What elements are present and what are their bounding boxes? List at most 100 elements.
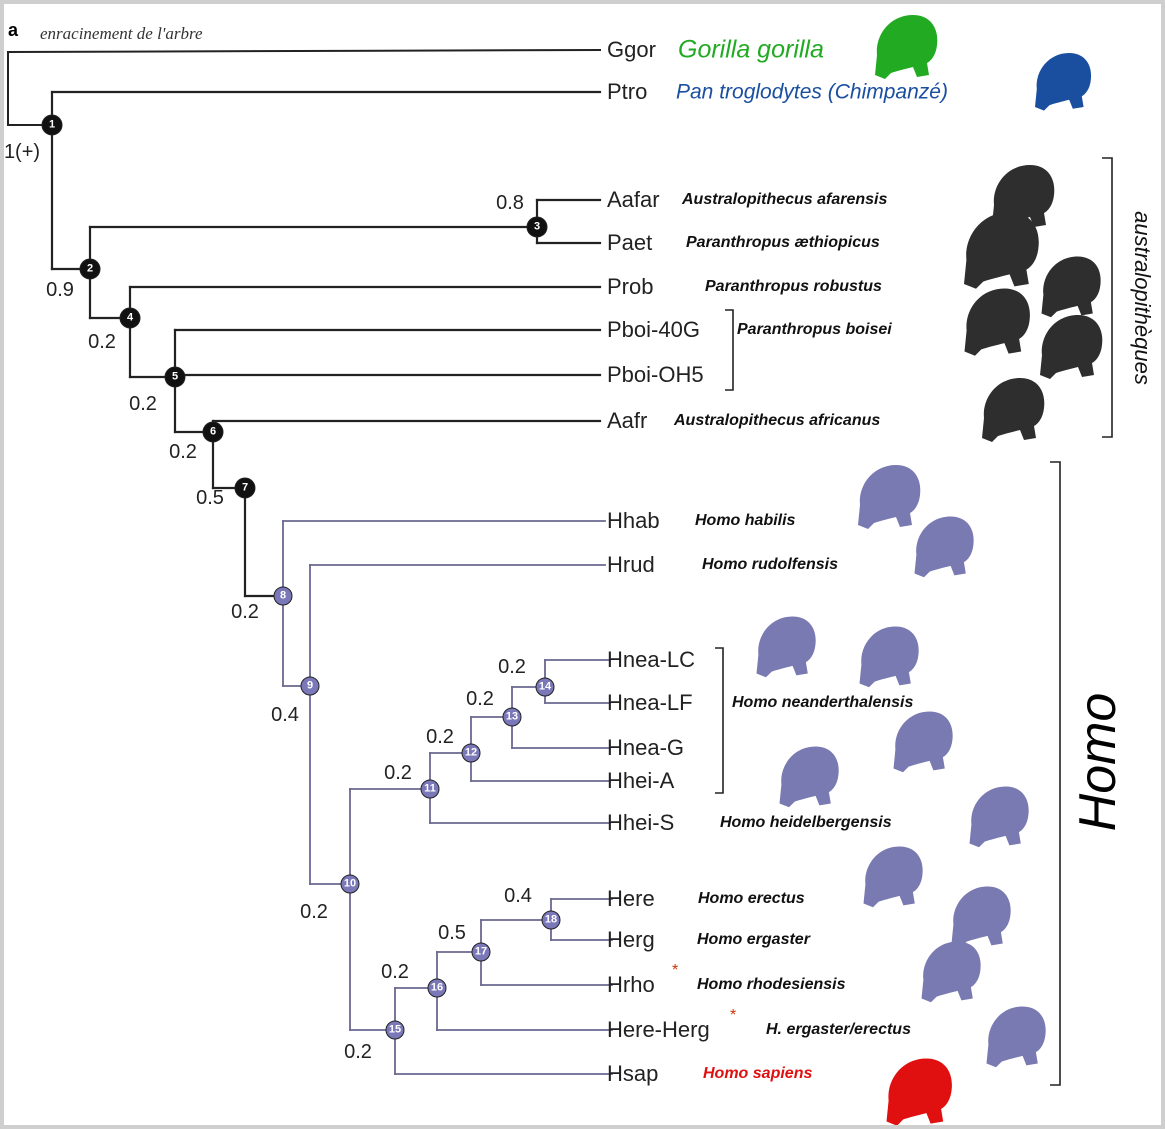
- node-number: 18: [545, 915, 557, 926]
- taxon-code-here: Here: [607, 888, 655, 910]
- bracket-australopitheques: [1102, 158, 1112, 437]
- group-label-homo: Homo: [1072, 693, 1124, 832]
- taxon-species-aafar: Australopithecus afarensis: [682, 192, 887, 208]
- taxon-marker: *: [672, 963, 678, 979]
- taxon-code-aafr: Aafr: [607, 410, 647, 432]
- root-note: enracinement de l'arbre: [40, 24, 203, 44]
- support-value: 0.2: [498, 657, 526, 677]
- taxon-species-hereherg: H. ergaster/erectus: [766, 1022, 911, 1038]
- australopith-skull-icon: [1042, 257, 1101, 318]
- australopith-skull-icon: [965, 289, 1030, 356]
- chimp-silhouette: [1035, 53, 1091, 111]
- taxon-code-hheis: Hhei-S: [607, 812, 674, 834]
- homo-skull-icon: [757, 617, 816, 678]
- node-number: 12: [465, 748, 477, 759]
- taxon-code-hrho: Hrho: [607, 974, 655, 996]
- taxon-code-pboioh5: Pboi-OH5: [607, 364, 704, 386]
- support-value: 0.4: [271, 705, 299, 725]
- taxon-code-aafar: Aafar: [607, 189, 660, 211]
- support-value: 0.2: [169, 442, 197, 462]
- taxon-code-herg: Herg: [607, 929, 655, 951]
- support-value: 0.2: [344, 1042, 372, 1062]
- taxon-species-hnealf: Homo neanderthalensis: [732, 695, 913, 711]
- taxon-code-pboi40g: Pboi-40G: [607, 319, 700, 341]
- taxon-code-ptro: Ptro: [607, 81, 647, 103]
- node-number: 3: [534, 222, 540, 233]
- taxon-species-ggor: Gorilla gorilla: [678, 38, 824, 63]
- taxon-species-hrud: Homo rudolfensis: [702, 557, 838, 573]
- node-number: 10: [344, 879, 356, 890]
- taxon-species-hsap: Homo sapiens: [703, 1066, 812, 1082]
- australopith-skull-icon: [1040, 315, 1102, 379]
- node-number: 9: [307, 681, 313, 692]
- support-value: 0.2: [129, 394, 157, 414]
- node-number: 8: [280, 591, 286, 602]
- node-number: 5: [172, 372, 178, 383]
- branch-ggor: [8, 50, 600, 52]
- node-number: 17: [475, 947, 487, 958]
- taxon-species-herg: Homo ergaster: [697, 932, 810, 948]
- homo-skull-icon: [864, 847, 923, 908]
- node-number: 6: [210, 427, 216, 438]
- node-number: 15: [389, 1025, 401, 1036]
- taxon-code-hhab: Hhab: [607, 510, 660, 532]
- bracket-neanderthal: [715, 648, 723, 793]
- support-value: 0.5: [196, 488, 224, 508]
- node-number: 2: [87, 264, 93, 275]
- taxon-species-aafr: Australopithecus africanus: [674, 413, 880, 429]
- taxon-species-ptro: Pan troglodytes (Chimpanzé): [676, 82, 948, 103]
- node-number: 11: [424, 784, 436, 795]
- support-value: 0.2: [88, 332, 116, 352]
- taxon-code-hheia: Hhei-A: [607, 770, 674, 792]
- support-value: 0.2: [300, 902, 328, 922]
- support-value: 0.2: [231, 602, 259, 622]
- support-value: 0.2: [466, 689, 494, 709]
- taxon-code-hereherg: Here-Herg: [607, 1019, 710, 1041]
- taxon-species-hhab: Homo habilis: [695, 513, 795, 529]
- support-value: 0.5: [438, 923, 466, 943]
- homo-skull-icon: [970, 787, 1029, 848]
- support-value: 0.2: [426, 727, 454, 747]
- homo-skull-icon: [780, 747, 839, 808]
- australopith-skull-icon: [964, 212, 1039, 289]
- homo-skull-icon: [860, 627, 919, 688]
- support-value: 0.2: [381, 962, 409, 982]
- support-value: 0.8: [496, 193, 524, 213]
- homo-skull-icon: [952, 887, 1011, 948]
- homo-skull-icon: [922, 942, 981, 1003]
- australopith-skull-icon: [982, 378, 1044, 442]
- taxon-marker: *: [730, 1008, 736, 1024]
- taxon-species-here: Homo erectus: [698, 891, 805, 907]
- bracket-boisei: [725, 310, 733, 390]
- taxon-code-hnealc: Hnea-LC: [607, 649, 695, 671]
- support-value: 0.9: [46, 280, 74, 300]
- node-number: 16: [431, 983, 443, 994]
- taxon-code-hsap: Hsap: [607, 1063, 658, 1085]
- taxon-code-hneag: Hnea-G: [607, 737, 684, 759]
- bracket-homo: [1050, 462, 1060, 1085]
- gorilla-silhouette: [875, 15, 937, 79]
- sapiens-skull-icon: [887, 1059, 952, 1126]
- taxon-code-prob: Prob: [607, 276, 653, 298]
- taxon-species-prob: Paranthropus robustus: [705, 279, 882, 295]
- homo-skull-icon: [858, 465, 920, 529]
- group-label-australopitheques: australopithèques: [1131, 211, 1153, 385]
- taxon-code-hnealf: Hnea-LF: [607, 692, 693, 714]
- taxon-code-paet: Paet: [607, 232, 652, 254]
- node-number: 7: [242, 483, 248, 494]
- support-value: 0.4: [504, 886, 532, 906]
- node-number: 13: [506, 712, 518, 723]
- taxon-species-hheis: Homo heidelbergensis: [720, 815, 892, 831]
- taxon-code-hrud: Hrud: [607, 554, 655, 576]
- taxon-species-pboi40g: Paranthropus boisei: [737, 322, 892, 338]
- taxon-species-hrho: Homo rhodesiensis: [697, 977, 845, 993]
- node-number: 4: [127, 313, 133, 324]
- homo-skull-icon: [894, 712, 953, 773]
- node-number: 14: [539, 682, 551, 693]
- node-number: 1: [49, 120, 55, 131]
- homo-skull-icon: [915, 517, 974, 578]
- support-value: 0.2: [384, 763, 412, 783]
- root-support: 1(+): [4, 142, 40, 162]
